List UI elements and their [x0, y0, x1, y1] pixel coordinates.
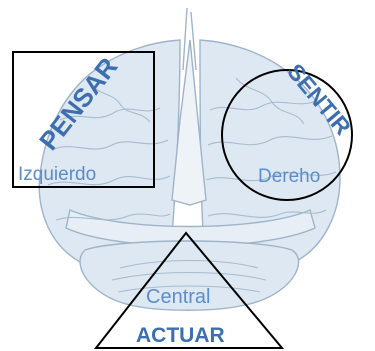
- derecho-label: Dereho: [258, 166, 320, 187]
- izquierdo-label: Izquierdo: [18, 164, 96, 185]
- central-label: Central: [146, 286, 210, 308]
- actuar-label: ACTUAR: [136, 324, 225, 347]
- brain-illustration: [39, 8, 340, 310]
